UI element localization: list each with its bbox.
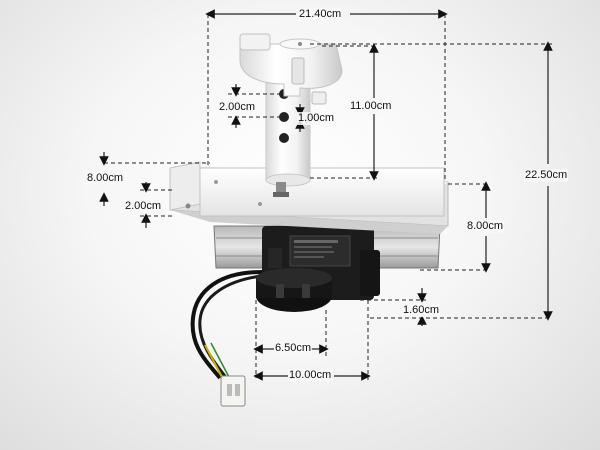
dim-label-motor-width: 10.00cm <box>288 369 333 382</box>
dim-label-motor-offset: 1.60cm <box>402 304 441 317</box>
dim-label-bracket-thickness-2: 2.00cm <box>124 200 163 213</box>
dimension-lines <box>99 9 553 381</box>
wire-connector <box>220 375 246 407</box>
mounting-plate <box>169 161 449 234</box>
dim-label-hole-spacing-2: 2.00cm <box>218 101 257 114</box>
dim-label-bracket-depth-8: 8.00cm <box>466 220 505 233</box>
dim-label-bracket-width-8: 8.00cm <box>86 172 125 185</box>
pump-head <box>239 33 343 97</box>
dim-label-width-top: 21.40cm <box>298 8 343 21</box>
dim-label-pump-height: 11.00cm <box>349 100 393 113</box>
dim-label-total-height: 22.50cm <box>524 169 569 182</box>
motor-base <box>256 268 332 312</box>
mounting-bolt <box>273 182 289 197</box>
dim-label-base-diameter: 6.50cm <box>274 342 313 355</box>
dim-label-hole-spacing-1: 1.00cm <box>297 112 336 125</box>
